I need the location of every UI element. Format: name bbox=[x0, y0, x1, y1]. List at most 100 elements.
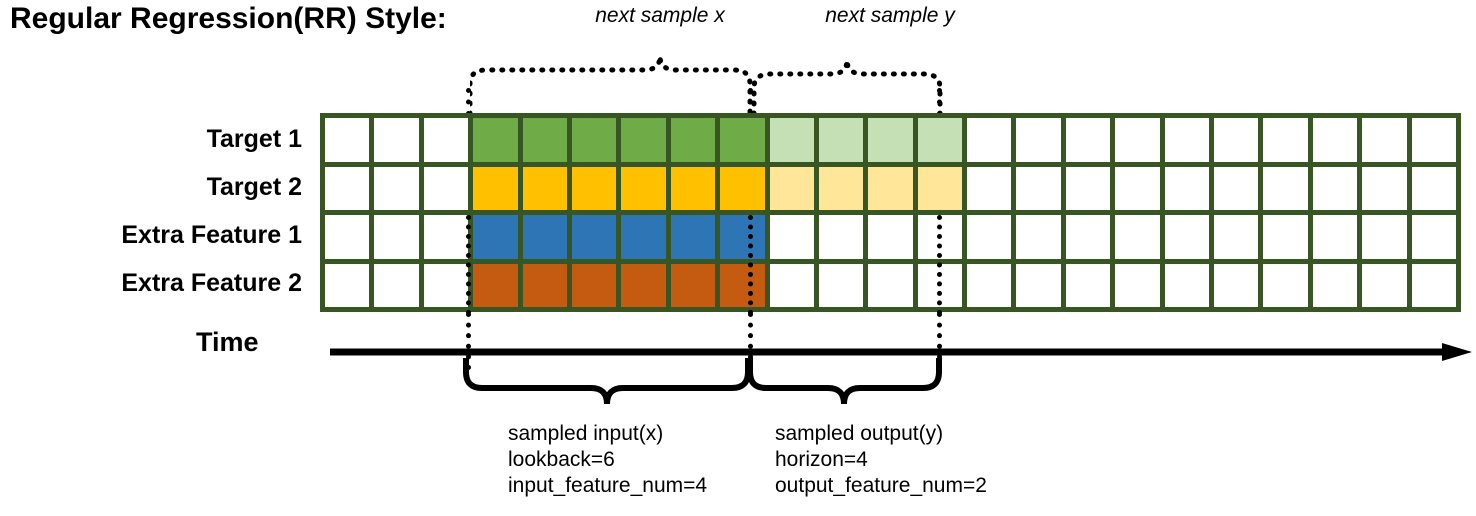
grid-cell-target-1-17-empty bbox=[1164, 118, 1210, 162]
grid-cell-extra-feature-2-20-empty bbox=[1312, 263, 1358, 307]
grid-cell-extra-feature-1-2-empty bbox=[423, 215, 469, 259]
guide-line-input-start-bottom bbox=[466, 312, 471, 370]
grid-cell-target-1-9-output bbox=[769, 118, 814, 162]
grid-cell-extra-feature-2-19-empty bbox=[1263, 263, 1308, 307]
grid-cell-extra-feature-1-1-empty bbox=[374, 215, 419, 259]
grid-cell-extra-feature-1-0-empty bbox=[325, 215, 370, 259]
grid-cell-extra-feature-1-18-empty bbox=[1214, 215, 1259, 259]
grid-cell-target-2-13-empty bbox=[967, 166, 1012, 210]
grid-cell-extra-feature-2-14-empty bbox=[1016, 263, 1061, 307]
grid-cell-extra-feature-1-17-empty bbox=[1164, 215, 1210, 259]
grid-cell-target-2-12-output bbox=[917, 166, 963, 210]
grid-cell-extra-feature-2-6-input bbox=[621, 263, 666, 307]
grid-cell-target-1-15-empty bbox=[1065, 118, 1111, 162]
grid-cell-target-2-18-empty bbox=[1214, 166, 1259, 210]
grid-cell-extra-feature-1-6-input bbox=[621, 215, 666, 259]
grid-cell-target-2-8-input bbox=[720, 166, 765, 210]
grid-cell-target-1-5-input bbox=[571, 118, 617, 162]
grid-cell-target-1-14-empty bbox=[1016, 118, 1061, 162]
time-axis-label: Time bbox=[196, 327, 259, 357]
grid-cell-extra-feature-1-13-empty bbox=[967, 215, 1012, 259]
grid-cell-target-2-15-empty bbox=[1065, 166, 1111, 210]
row-label-extra-feature-2: Extra Feature 2 bbox=[121, 269, 302, 297]
grid-cell-extra-feature-2-17-empty bbox=[1164, 263, 1210, 307]
grid-cell-extra-feature-2-11-empty bbox=[868, 263, 913, 307]
grid-cell-extra-feature-2-18-empty bbox=[1214, 263, 1259, 307]
guide-line-input-start-top bbox=[466, 88, 471, 116]
grid-cell-target-1-2-empty bbox=[423, 118, 469, 162]
grid-cell-target-1-4-input bbox=[522, 118, 567, 162]
grid-cell-target-1-18-empty bbox=[1214, 118, 1259, 162]
grid-cell-target-1-11-output bbox=[868, 118, 913, 162]
grid-cell-extra-feature-1-22-empty bbox=[1411, 215, 1456, 259]
grid-cell-extra-feature-2-8-input bbox=[720, 263, 765, 307]
time-axis-arrow bbox=[330, 343, 1472, 361]
grid-cell-target-2-22-empty bbox=[1411, 166, 1456, 210]
grid-row-extra-feature-1 bbox=[325, 215, 1456, 259]
grid-cell-target-2-3-input bbox=[473, 166, 518, 210]
grid-row-extra-feature-2 bbox=[325, 263, 1456, 307]
grid-cell-extra-feature-1-20-empty bbox=[1312, 215, 1358, 259]
grid-cell-extra-feature-1-15-empty bbox=[1065, 215, 1111, 259]
grid-cell-target-2-2-empty bbox=[423, 166, 469, 210]
row-label-target-1: Target 1 bbox=[206, 125, 302, 153]
grid-cell-target-2-17-empty bbox=[1164, 166, 1210, 210]
row-label-target-2: Target 2 bbox=[206, 173, 302, 201]
timeseries-grid bbox=[320, 113, 1461, 312]
grid-cell-extra-feature-2-0-empty bbox=[325, 263, 370, 307]
grid-cell-extra-feature-2-3-input bbox=[473, 263, 518, 307]
grid-cell-extra-feature-2-21-empty bbox=[1362, 263, 1407, 307]
grid-cell-target-1-0-empty bbox=[325, 118, 370, 162]
grid-cell-target-1-20-empty bbox=[1312, 118, 1358, 162]
grid-cell-extra-feature-2-7-input bbox=[670, 263, 716, 307]
grid-cell-target-2-9-output bbox=[769, 166, 814, 210]
grid-cell-target-2-19-empty bbox=[1263, 166, 1308, 210]
grid-cell-target-1-16-empty bbox=[1115, 118, 1160, 162]
next-sample-x-label: next sample x bbox=[595, 4, 725, 27]
guide-line-split-top bbox=[748, 88, 753, 116]
grid-cell-extra-feature-1-14-empty bbox=[1016, 215, 1061, 259]
next-sample-y-label: next sample y bbox=[825, 4, 955, 27]
guide-line-output-end-top bbox=[937, 88, 942, 116]
grid-cell-target-1-7-input bbox=[670, 118, 716, 162]
grid-cell-extra-feature-2-1-empty bbox=[374, 263, 419, 307]
grid-cell-target-1-22-empty bbox=[1411, 118, 1456, 162]
grid-cell-extra-feature-2-16-empty bbox=[1115, 263, 1160, 307]
grid-cell-target-2-6-input bbox=[621, 166, 666, 210]
sampled-output-annotation: sampled output(y) horizon=4 output_featu… bbox=[775, 422, 987, 497]
grid-cell-target-2-7-input bbox=[670, 166, 716, 210]
grid-cell-target-2-5-input bbox=[571, 166, 617, 210]
grid-cell-target-2-0-empty bbox=[325, 166, 370, 210]
grid-cell-extra-feature-2-4-input bbox=[522, 263, 567, 307]
grid-cell-target-1-3-input bbox=[473, 118, 518, 162]
grid-row-target-1 bbox=[325, 118, 1456, 162]
grid-cell-extra-feature-2-15-empty bbox=[1065, 263, 1111, 307]
grid-cell-extra-feature-1-9-empty bbox=[769, 215, 814, 259]
grid-cell-target-2-11-output bbox=[868, 166, 913, 210]
page-title: Regular Regression(RR) Style: bbox=[10, 2, 447, 35]
grid-cell-target-2-21-empty bbox=[1362, 166, 1407, 210]
grid-cell-extra-feature-1-16-empty bbox=[1115, 215, 1160, 259]
grid-cell-extra-feature-2-22-empty bbox=[1411, 263, 1456, 307]
guide-line-input-start-mid bbox=[466, 215, 471, 315]
grid-cell-extra-feature-1-11-empty bbox=[868, 215, 913, 259]
grid-cell-target-2-20-empty bbox=[1312, 166, 1358, 210]
grid-cell-extra-feature-1-21-empty bbox=[1362, 215, 1407, 259]
grid-cell-extra-feature-1-4-input bbox=[522, 215, 567, 259]
guide-line-split-bottom bbox=[748, 312, 753, 370]
sampled-input-annotation: sampled input(x) lookback=6 input_featur… bbox=[508, 422, 708, 497]
grid-cell-target-1-1-empty bbox=[374, 118, 419, 162]
grid-cell-target-1-6-input bbox=[621, 118, 666, 162]
grid-cell-target-2-10-output bbox=[818, 166, 864, 210]
guide-line-output-end-bottom bbox=[937, 312, 942, 370]
grid-cell-target-1-19-empty bbox=[1263, 118, 1308, 162]
top-dotted-braces bbox=[470, 55, 943, 114]
grid-cell-extra-feature-2-10-empty bbox=[818, 263, 864, 307]
grid-cell-extra-feature-1-19-empty bbox=[1263, 215, 1308, 259]
guide-line-output-end-mid bbox=[937, 215, 942, 315]
grid-cell-extra-feature-1-5-input bbox=[571, 215, 617, 259]
grid-cell-target-2-1-empty bbox=[374, 166, 419, 210]
grid-cell-target-1-21-empty bbox=[1362, 118, 1407, 162]
row-label-list: Target 1 Target 2 Extra Feature 1 Extra … bbox=[0, 115, 318, 307]
grid-cell-extra-feature-1-3-input bbox=[473, 215, 518, 259]
